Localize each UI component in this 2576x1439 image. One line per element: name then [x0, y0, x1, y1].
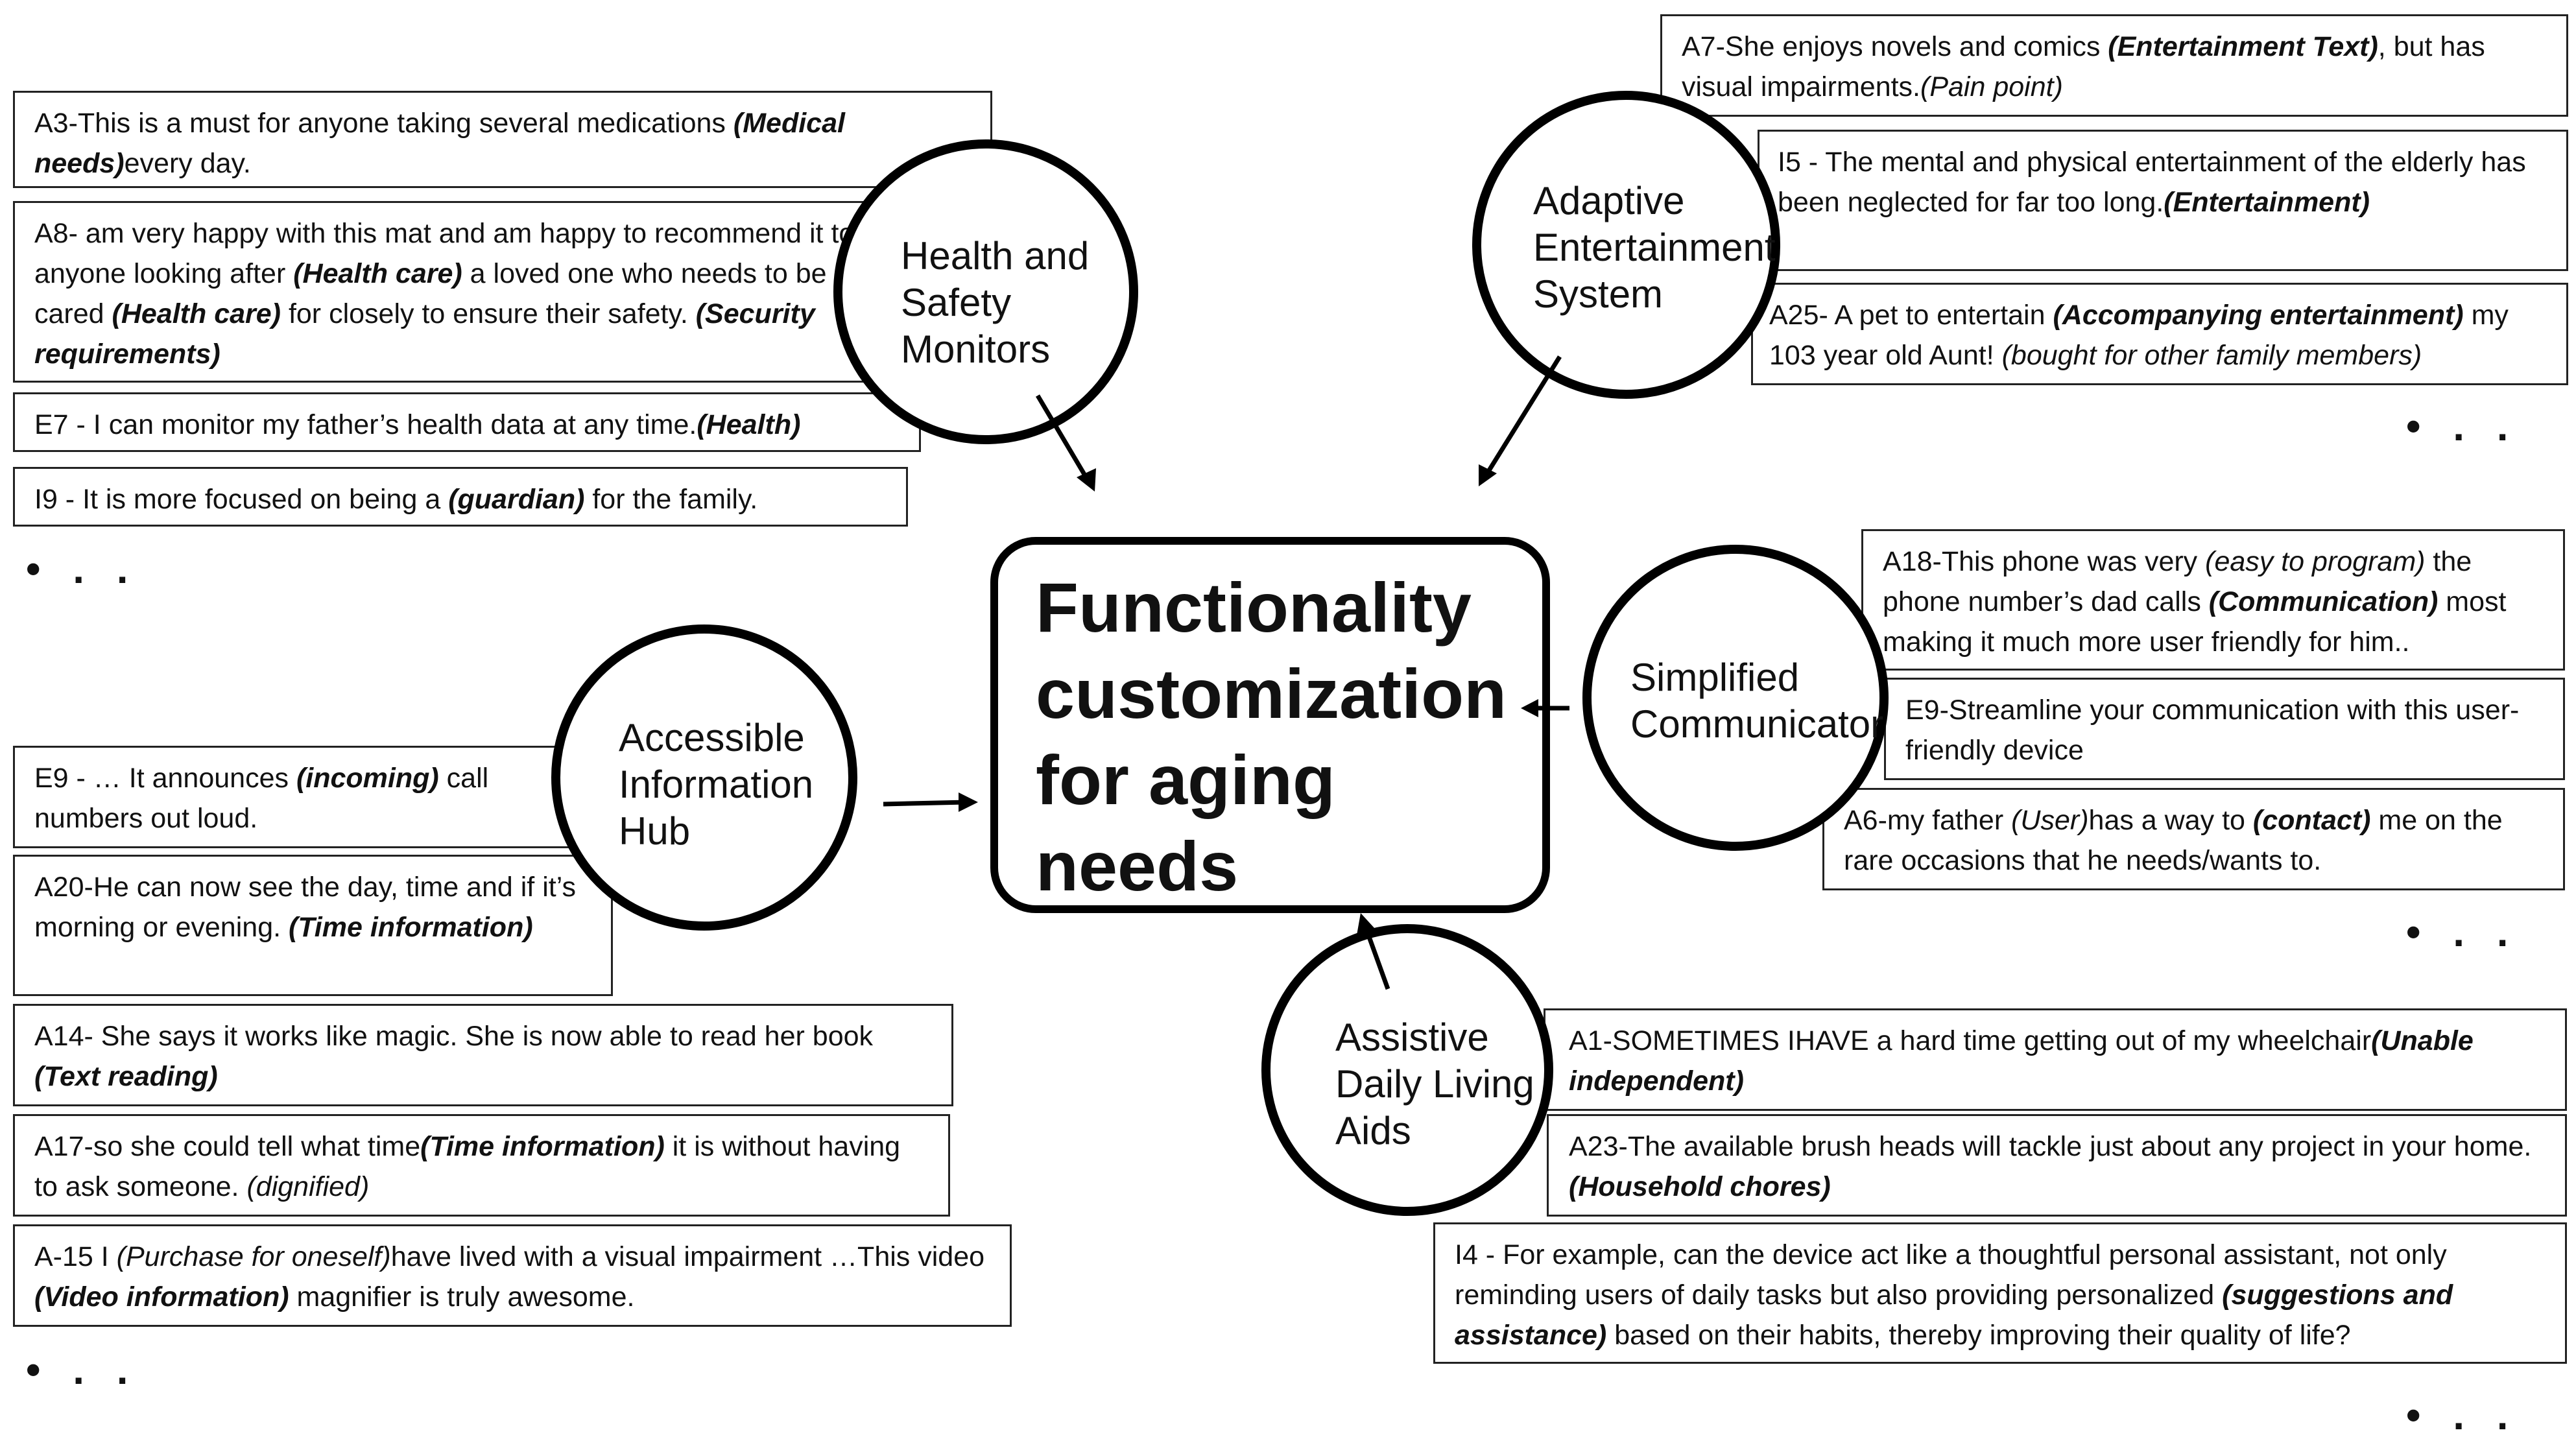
ellipsis-top-right: • . . — [2406, 403, 2519, 449]
node-health-safety-label: Health and Safety Monitors — [901, 234, 1090, 371]
arrow-entertainment-to-center — [1483, 355, 1562, 478]
quote-a20: A20-He can now see the day, time and if … — [13, 855, 613, 996]
central-node: Functionality customization for aging ne… — [990, 537, 1550, 913]
ellipsis-bottom-right: • . . — [2406, 1392, 2519, 1438]
node-adaptive-entertainment-label: Adaptive Entertainment System — [1533, 179, 1776, 316]
arrow-entertainment-head — [1479, 464, 1497, 486]
node-simplified-communicator-label: Simplified Communicator — [1630, 656, 1884, 746]
quote-a6: A6-my father (User)has a way to (contact… — [1822, 788, 2565, 890]
quote-a3: A3-This is a must for anyone taking seve… — [13, 91, 992, 188]
quote-e7: E7 - I can monitor my father’s health da… — [13, 392, 921, 452]
arrow-daily-to-center — [1363, 925, 1390, 990]
quote-a25: A25- A pet to entertain (Accompanying en… — [1751, 283, 2568, 385]
central-title: Functionality customization for aging ne… — [1036, 568, 1507, 905]
arrow-health-to-center — [1035, 394, 1092, 484]
quote-i4: I4 - For example, can the device act lik… — [1433, 1222, 2567, 1364]
quote-a7: A7-She enjoys novels and comics (Enterta… — [1660, 14, 2568, 117]
quote-i9: I9 - It is more focused on being a (guar… — [13, 467, 908, 527]
quote-a1: A1-SOMETIMES IHAVE a hard time getting o… — [1544, 1008, 2567, 1111]
arrow-info-head — [959, 792, 978, 812]
quote-a15: A-15 I (Purchase for oneself)have lived … — [13, 1224, 1012, 1327]
quote-i5: I5 - The mental and physical entertainme… — [1758, 130, 2568, 271]
quote-a8: A8- am very happy with this mat and am h… — [13, 201, 888, 383]
node-assistive-daily-living-label: Assistive Daily Living Aids — [1335, 1016, 1534, 1152]
quote-e9b: E9-Streamline your communication with th… — [1884, 678, 2565, 780]
arrow-info-to-center — [883, 800, 967, 807]
ellipsis-top-left: • . . — [26, 545, 139, 592]
node-accessible-info-label: Accessible Information Hub — [619, 716, 814, 853]
node-assistive-daily-living: Assistive Daily Living Aids — [1261, 924, 1553, 1216]
arrow-health-head — [1077, 468, 1096, 492]
ellipsis-bottom-left: • . . — [26, 1346, 139, 1393]
ellipsis-mid-right: • . . — [2406, 909, 2519, 955]
quote-e9: E9 - … It announces (incoming) call numb… — [13, 746, 610, 848]
quote-a23: A23-The available brush heads will tackl… — [1547, 1114, 2567, 1217]
quote-a18: A18-This phone was very (easy to program… — [1861, 529, 2565, 671]
node-accessible-info: Accessible Information Hub — [551, 624, 857, 931]
quote-a17: A17-so she could tell what time(Time inf… — [13, 1114, 950, 1217]
arrow-daily-head — [1357, 913, 1375, 935]
arrow-communicator-head — [1521, 699, 1538, 717]
quote-a14: A14- She says it works like magic. She i… — [13, 1004, 953, 1106]
